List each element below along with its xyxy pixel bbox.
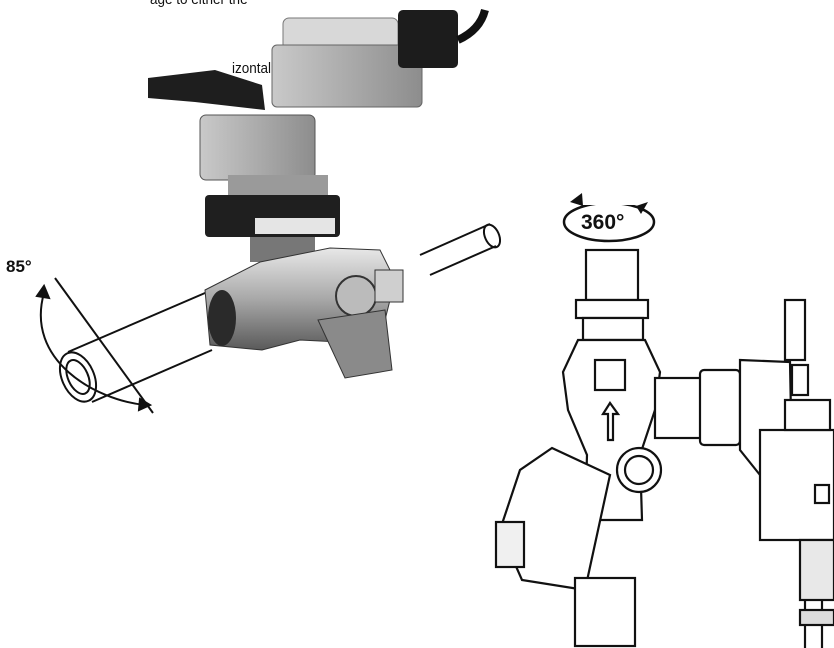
arc-arrowhead	[35, 283, 51, 300]
vertical-reference-line	[54, 277, 154, 414]
valve-body	[204, 247, 404, 379]
rotation-angle-label: 360°	[581, 211, 625, 234]
rotation-arrow-right	[636, 202, 648, 214]
pipe-end-outer	[58, 351, 98, 403]
instruction-text-line-2: izontal	[232, 60, 272, 77]
tilt-angle-diagram	[35, 223, 502, 414]
actuator-assembly	[148, 8, 489, 262]
valve-line-drawing	[494, 248, 834, 648]
cable-gland	[398, 10, 458, 68]
tilt-arc	[39, 292, 146, 406]
manual-override-lever	[148, 70, 265, 110]
strainer-port	[498, 446, 612, 592]
tilt-angle-label: 85°	[6, 257, 32, 276]
instruction-text-line-1: age to either the	[150, 0, 248, 8]
cable	[456, 8, 489, 44]
arc-arrowhead-end	[137, 397, 153, 412]
pipe-end-inner	[65, 359, 91, 395]
rotation-arrow-left	[570, 193, 583, 206]
pipe-end-far	[482, 223, 502, 249]
